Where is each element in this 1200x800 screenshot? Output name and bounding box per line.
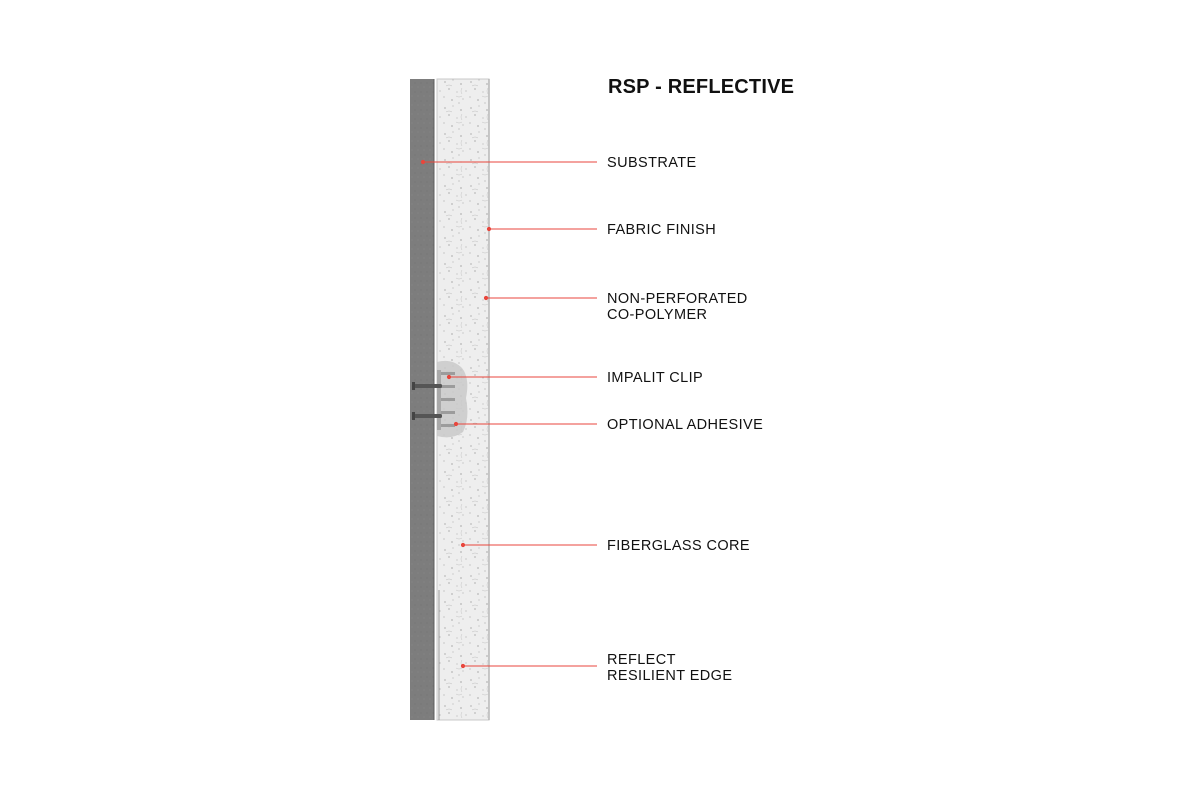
label-fabric-finish-line-1: FABRIC FINISH [607,222,717,238]
label-fabric-finish: FABRIC FINISH [607,222,716,238]
impalit-clip [437,370,455,430]
label-reflect-edge-line-2: RESILIENT EDGE [607,668,733,684]
label-fiberglass-core: FIBERGLASS CORE [607,538,750,554]
label-substrate-line-1: SUBSTRATE [607,155,697,171]
label-reflect-edge-line-1: REFLECT [607,652,676,668]
label-co-polymer: NON-PERFORATED CO-POLYMER [607,291,748,323]
substrate-layer [410,79,434,720]
label-reflect-edge: REFLECT RESILIENT EDGE [607,652,732,684]
label-impalit-clip-line-1: IMPALIT CLIP [607,370,704,386]
label-impalit-clip: IMPALIT CLIP [607,370,703,386]
fastener-screws [412,382,442,420]
diagram-title: RSP - REFLECTIVE [608,76,795,98]
label-optional-adhesive-line-1: OPTIONAL ADHESIVE [607,417,764,433]
label-substrate: SUBSTRATE [607,155,697,171]
label-optional-adhesive: OPTIONAL ADHESIVE [607,417,763,433]
label-co-polymer-line-2: CO-POLYMER [607,307,708,323]
label-fiberglass-core-line-1: FIBERGLASS CORE [607,538,750,554]
label-co-polymer-line-1: NON-PERFORATED [607,291,748,307]
